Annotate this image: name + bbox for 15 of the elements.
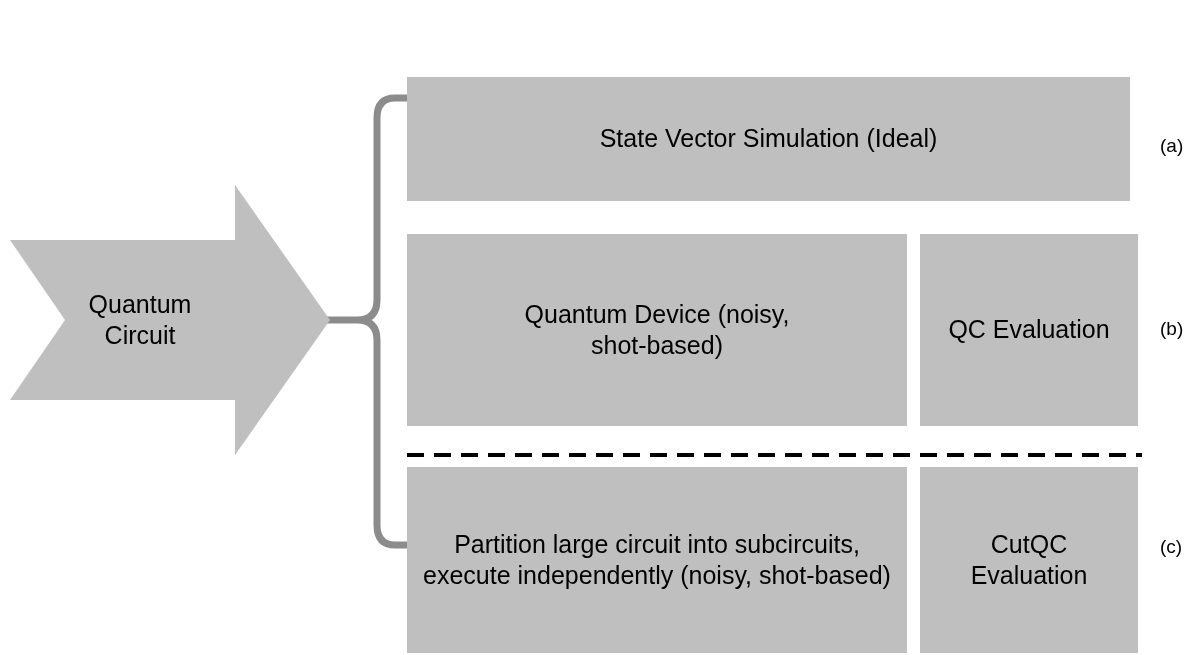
process-box xyxy=(407,234,907,426)
node-label: Quantum Device (noisy, shot-based) xyxy=(523,298,791,361)
node-label: Partition large circuit into subcircuits, execute independently (noisy, shot-based) xyxy=(422,528,892,591)
node-label: State Vector Simulation (Ideal) xyxy=(599,123,938,155)
process-box xyxy=(920,467,1138,653)
node-label: QC Evaluation xyxy=(948,314,1110,346)
row-label: (c) xyxy=(1160,536,1183,558)
node-label: CutQC Evaluation xyxy=(969,528,1089,591)
process-box xyxy=(407,467,907,653)
node-label: Quantum Circuit xyxy=(87,288,193,351)
process-box xyxy=(920,234,1138,426)
arrow-shape xyxy=(10,185,330,455)
row-label: (a) xyxy=(1160,135,1184,157)
row-label: (b) xyxy=(1160,318,1184,340)
process-box xyxy=(407,77,1130,201)
